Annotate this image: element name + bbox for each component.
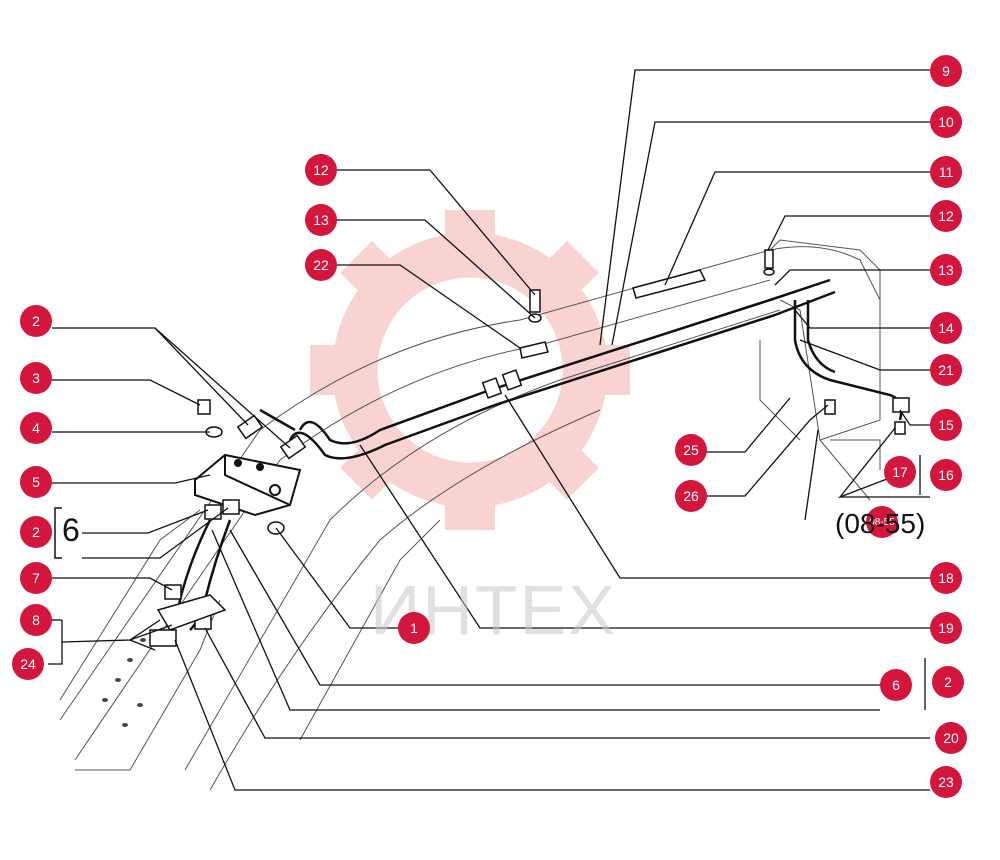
callout-2-group[interactable]: 2 xyxy=(20,516,52,548)
callout-14[interactable]: 14 xyxy=(930,312,962,344)
callout-11[interactable]: 11 xyxy=(930,156,962,188)
callout-25[interactable]: 25 xyxy=(675,434,707,466)
callout-26[interactable]: 26 xyxy=(675,480,707,512)
callout-12-top[interactable]: 12 xyxy=(305,154,337,186)
callout-2-top[interactable]: 2 xyxy=(20,305,52,337)
fittings xyxy=(149,249,910,647)
callout-9[interactable]: 9 xyxy=(930,55,962,87)
callout-08-55[interactable]: 08-55 xyxy=(866,506,898,538)
callout-24[interactable]: 24 xyxy=(12,648,44,680)
callout-20[interactable]: 20 xyxy=(935,722,967,754)
valve-block xyxy=(194,453,302,517)
callout-12-right[interactable]: 12 xyxy=(930,200,962,232)
bracket-group-6 xyxy=(54,507,62,559)
callout-3[interactable]: 3 xyxy=(20,362,52,394)
callout-10[interactable]: 10 xyxy=(930,106,962,138)
callout-6[interactable]: 6 xyxy=(880,669,912,701)
callout-7[interactable]: 7 xyxy=(20,562,52,594)
callout-1[interactable]: 1 xyxy=(398,612,430,644)
bracket-group-label: 6 xyxy=(62,512,80,548)
callout-17[interactable]: 17 xyxy=(884,456,916,488)
reference-code-label: (08-55) xyxy=(835,508,926,539)
watermark-gear-icon xyxy=(310,210,630,530)
callout-18[interactable]: 18 xyxy=(930,562,962,594)
callout-15[interactable]: 15 xyxy=(930,409,962,441)
callout-2-bottom[interactable]: 2 xyxy=(932,666,964,698)
callout-16[interactable]: 16 xyxy=(930,459,962,491)
hydraulic-tubes xyxy=(259,278,836,460)
right-side-hoses xyxy=(793,300,903,421)
callout-5[interactable]: 5 xyxy=(20,466,52,498)
callout-13-right[interactable]: 13 xyxy=(930,254,962,286)
machine-body-outline xyxy=(59,239,881,791)
callout-22[interactable]: 22 xyxy=(305,249,337,281)
callout-8[interactable]: 8 xyxy=(20,604,52,636)
leader-lines xyxy=(48,69,930,791)
callout-13-top[interactable]: 13 xyxy=(305,204,337,236)
frame-holes xyxy=(102,638,146,727)
callout-21[interactable]: 21 xyxy=(930,354,962,386)
callout-4[interactable]: 4 xyxy=(20,412,52,444)
callout-23[interactable]: 23 xyxy=(930,766,962,798)
callout-19[interactable]: 19 xyxy=(930,612,962,644)
